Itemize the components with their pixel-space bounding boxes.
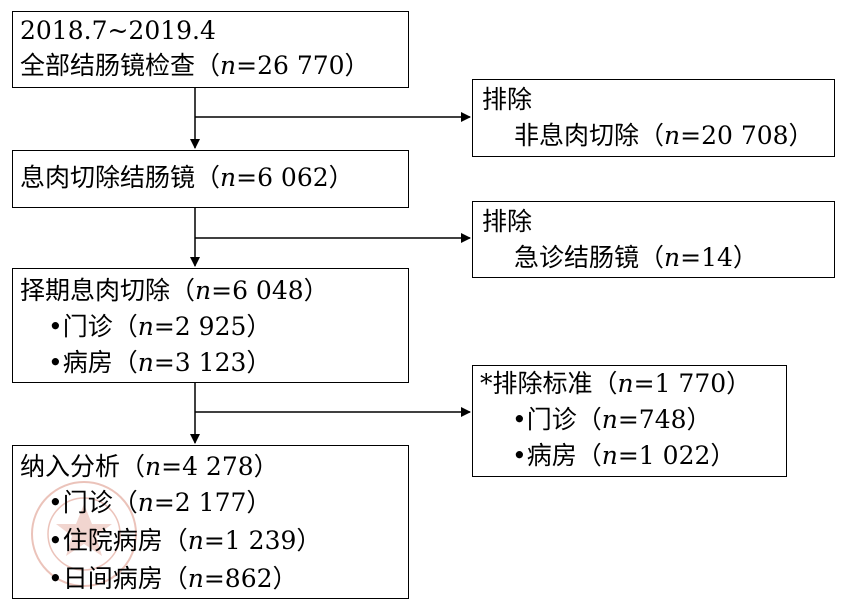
box-included-analysis — [12, 445, 409, 599]
box4-item-inpatient-ward: •住院病房（n=1 239） — [48, 526, 322, 555]
exclude1-count: 非息肉切除（n=20 708） — [514, 121, 814, 150]
exclude3-title: *排除标准（n=1 770） — [480, 369, 752, 398]
box4-item-outpatient: •门诊（n=2 177） — [48, 488, 272, 517]
box1-count: 全部结肠镜检查（n=26 770） — [20, 51, 370, 80]
exclude1-title: 排除 — [482, 85, 533, 114]
box-polypectomy-colonoscopy — [12, 150, 409, 208]
society-seal-icon — [31, 481, 137, 587]
exclude2-title: 排除 — [482, 207, 533, 236]
box4-count: 纳入分析（n=4 278） — [20, 452, 279, 481]
box-all-colonoscopy — [12, 11, 409, 88]
box2-count: 息肉切除结肠镜（n=6 062） — [20, 163, 354, 192]
box-exclude-emergency — [472, 201, 835, 278]
box3-item-outpatient: •门诊（n=2 925） — [48, 312, 272, 341]
box4-item-day-ward: •日间病房（n=862） — [48, 564, 298, 593]
exclude3-item-outpatient: •门诊（n=748） — [512, 405, 712, 434]
box1-date-range: 2018.7~2019.4 — [20, 16, 216, 45]
box3-count: 择期息肉切除（n=6 048） — [20, 276, 329, 305]
box-elective-polypectomy — [12, 268, 409, 383]
box-exclude-non-polypectomy — [472, 79, 835, 157]
exclude2-count: 急诊结肠镜（n=14） — [514, 243, 758, 272]
box-exclusion-criteria — [472, 365, 787, 477]
box3-item-ward: •病房（n=3 123） — [48, 348, 272, 377]
exclude3-item-ward: •病房（n=1 022） — [512, 441, 736, 470]
